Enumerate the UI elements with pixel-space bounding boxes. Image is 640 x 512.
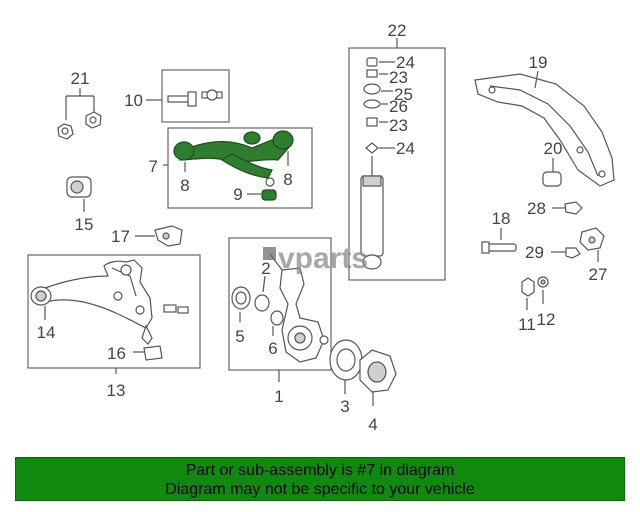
part-2-bolt[interactable]: [254, 275, 270, 312]
watermark-text: vparts: [278, 242, 368, 275]
part-27-bracket[interactable]: [579, 227, 605, 262]
callout-13: 13: [107, 381, 126, 400]
callout-19: 19: [529, 53, 548, 72]
callout-16: 16: [107, 344, 126, 363]
callout-28: 28: [527, 199, 546, 218]
part-10-box: [161, 69, 230, 123]
part-10-bolts[interactable]: [146, 89, 223, 107]
callout-15: 15: [75, 215, 94, 234]
part-29-washer[interactable]: [551, 247, 581, 259]
callout-24-top: 24: [396, 53, 415, 72]
callout-23-top: 23: [389, 68, 408, 87]
callout-4: 4: [368, 415, 377, 434]
callout-11: 11: [518, 315, 536, 334]
callout-8-left: 8: [180, 176, 189, 195]
banner-line-2: Diagram may not be specific to your vehi…: [165, 481, 475, 498]
callout-1: 1: [274, 387, 283, 406]
part-5-seal[interactable]: [231, 286, 251, 322]
callout-6: 6: [268, 339, 277, 358]
part-6-bearing[interactable]: [270, 310, 284, 336]
callout-8-right: 8: [283, 170, 292, 189]
callout-12: 12: [537, 310, 556, 329]
callout-25: 25: [394, 85, 413, 104]
callout-14: 14: [37, 323, 56, 342]
callout-24-bottom: 24: [396, 139, 415, 158]
part-13-box: [27, 254, 201, 369]
part-20-bump-stop[interactable]: [542, 158, 562, 187]
part-18-cam-bolt[interactable]: [481, 228, 517, 254]
part-7-box: [167, 127, 313, 209]
callout-18: 18: [492, 209, 511, 228]
part-28-clip[interactable]: [552, 201, 583, 215]
part-21-nuts[interactable]: [57, 88, 102, 140]
callout-21: 21: [71, 69, 90, 88]
part-4-hub[interactable]: [359, 349, 397, 406]
callout-20: 20: [544, 139, 563, 158]
callout-7: 7: [149, 157, 158, 176]
callout-23-bottom: 23: [389, 116, 408, 135]
part-7-upper-control-arm[interactable]: [173, 130, 294, 201]
part-13-lower-control-arm[interactable]: [30, 259, 189, 361]
callout-27: 27: [589, 265, 608, 284]
info-banner: Part or sub-assembly is #7 in diagram Di…: [15, 457, 625, 501]
part-12-washer[interactable]: [537, 276, 549, 304]
watermark-logo: vparts: [263, 242, 368, 275]
callout-3: 3: [340, 397, 349, 416]
callout-17: 17: [111, 227, 130, 246]
callout-9: 9: [233, 185, 242, 204]
part-22-shock-absorber[interactable]: [360, 57, 384, 270]
banner-line-1: Part or sub-assembly is #7 in diagram: [185, 462, 455, 479]
callout-22: 22: [388, 21, 407, 40]
callout-26: 26: [389, 97, 408, 116]
part-11-nut[interactable]: [521, 277, 535, 310]
callout-2: 2: [261, 259, 270, 278]
part-17-bracket[interactable]: [135, 225, 183, 247]
part-15-bushing[interactable]: [66, 176, 92, 212]
part-3-dust-shield[interactable]: [329, 339, 363, 394]
callout-29: 29: [525, 243, 544, 262]
part-19-frame-member[interactable]: [474, 70, 615, 187]
part-1-box: [228, 237, 332, 371]
part-1-steering-knuckle[interactable]: [269, 253, 329, 363]
callout-10: 10: [124, 91, 143, 110]
callout-5: 5: [235, 327, 244, 346]
